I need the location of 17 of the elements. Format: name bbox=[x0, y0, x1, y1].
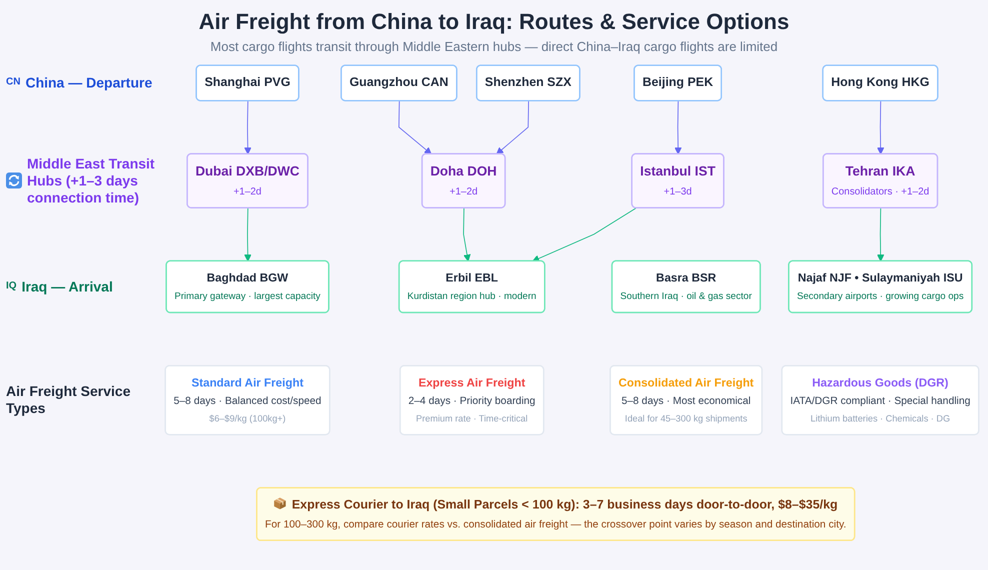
section-heading: China — Departure bbox=[25, 74, 152, 92]
subtitle: Most cargo flights transit through Middle Eastern hubs — direct China–Iraq cargo flights are limited bbox=[210, 38, 778, 55]
arrow bbox=[876, 100, 884, 154]
arrow bbox=[244, 208, 252, 262]
arrow bbox=[532, 208, 636, 262]
arrow bbox=[496, 100, 529, 154]
country-code: CN bbox=[6, 76, 20, 89]
arrow bbox=[674, 100, 682, 154]
section-heading: Middle East Transit Hubs (+1–3 days connection time) bbox=[27, 155, 156, 206]
arrow bbox=[398, 100, 432, 154]
section-heading: Iraq — Arrival bbox=[22, 278, 113, 296]
country-code: IQ bbox=[6, 280, 17, 293]
diagram-title: Air Freight from China to Iraq: Routes & Service Options bbox=[198, 8, 790, 36]
arrow bbox=[463, 208, 471, 262]
arrow bbox=[876, 208, 884, 262]
arrow bbox=[244, 100, 252, 154]
section-heading: Air Freight Service Types bbox=[6, 383, 132, 418]
